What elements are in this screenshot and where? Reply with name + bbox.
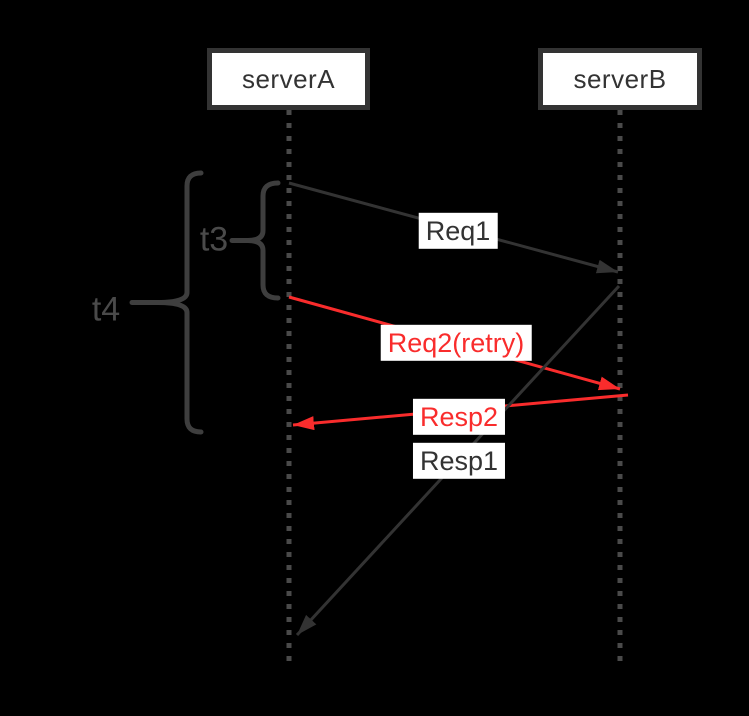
message-label-resp1: Resp1 xyxy=(412,442,506,480)
actor-box-servera: serverA xyxy=(207,48,370,110)
brace-label-t4: t4 xyxy=(91,290,121,329)
message-label-req1: Req1 xyxy=(418,212,498,250)
brace-label-t3: t3 xyxy=(199,220,229,259)
brace-t4 xyxy=(157,170,204,435)
actor-box-serverb: serverB xyxy=(538,48,702,110)
actor-label-serverb: serverB xyxy=(573,63,667,94)
brace-t3 xyxy=(247,180,281,301)
message-label-resp2: Resp2 xyxy=(412,398,506,436)
message-label-req2-retry: Req2(retry) xyxy=(380,324,532,362)
actor-label-servera: serverA xyxy=(241,63,336,94)
